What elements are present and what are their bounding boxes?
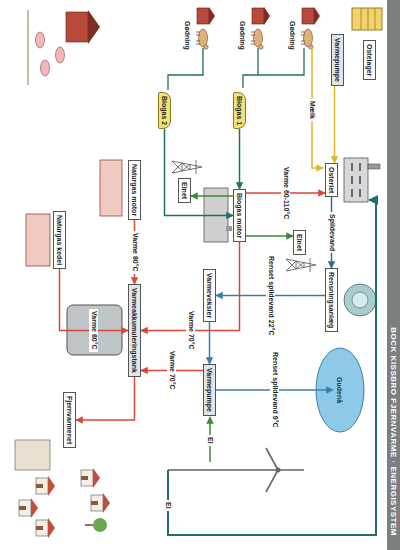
power-pylon (172, 160, 202, 174)
biogas-dome: Biogas 1 (233, 92, 246, 129)
power-line (168, 200, 376, 535)
node-text: Naturgas motor (130, 164, 139, 216)
plant-box: Biogas motor (233, 189, 246, 242)
node-text: Rensningsanlæg (327, 272, 336, 328)
flow-label: Varme 80°C (130, 231, 139, 274)
flow-line (209, 322, 211, 364)
note-label: El (205, 435, 214, 446)
store-box: Ostelager (363, 40, 376, 80)
note-label: Gødning (287, 19, 296, 52)
node-text: Naturgas kedel (55, 215, 64, 265)
dairy-building (344, 158, 380, 202)
exchanger-box: Varmeveksler (203, 269, 216, 322)
node-text: Elnet (180, 182, 189, 199)
treatment-plant (344, 284, 376, 316)
node-text: Varmepumpe (333, 38, 342, 82)
gas-engine-building (100, 160, 122, 216)
flow-label: Renset spildevand 22°C (266, 254, 275, 337)
cattle-farm (196, 7, 215, 49)
wind-turbine (168, 448, 304, 492)
tank-box: Varmeakkumuleringstank (128, 284, 141, 377)
node-text: Elnet (295, 234, 304, 251)
biogas-dome: Biogas 2 (158, 92, 171, 129)
cattle-farm (251, 7, 270, 49)
flow-label: Varme 70°C (167, 349, 176, 392)
flow-line (334, 86, 336, 163)
treatment-box: Rensningsanlæg (325, 268, 338, 332)
diagram-title: BOCK KISSBRO FJERNVARME · ENERGISYSTEM (388, 327, 399, 536)
note-label: Gødning (182, 19, 191, 52)
flow-line (76, 377, 135, 420)
grid-box: Elnet (293, 230, 306, 255)
node-text: Gudenå (335, 377, 344, 403)
flow-line (191, 195, 233, 197)
flow-label: Varme 70°C (186, 309, 195, 352)
grid-box: Elnet (178, 178, 191, 203)
node-text: Varmepumpe (205, 368, 214, 412)
title-band (387, 0, 400, 550)
flow-line (239, 129, 241, 189)
heat-pump-box: Varmepumpe (203, 364, 216, 416)
engine-box: Naturgas motor (128, 160, 141, 220)
pig-farm (28, 10, 100, 85)
node-text: Osteriet (327, 167, 336, 193)
flow-line (246, 235, 293, 237)
flow-line (165, 129, 234, 216)
flow-label: Varme 80°C (89, 309, 98, 352)
network-box: Fjernvarmenet (63, 392, 76, 448)
node-text: Varmeveksler (205, 273, 214, 318)
boiler-box: Naturgas kedel (53, 211, 66, 269)
flow-label: Varme 60-110°C (281, 165, 290, 221)
node-text: Varmeakkumuleringstank (130, 288, 139, 373)
power-pylon (286, 258, 316, 272)
node-text: Ostelager (365, 44, 374, 76)
flow-label: Spildevand (327, 212, 336, 253)
note-label: El (163, 500, 172, 511)
note-label: Mælk (307, 99, 316, 121)
note-label: Gødning (237, 19, 246, 52)
node-text: Biogas 2 (160, 96, 169, 125)
cattle-farm (301, 7, 320, 49)
flow-label: Renset spildevand 9°C (270, 350, 279, 430)
lake-label: Gudenå (333, 373, 346, 407)
town (15, 440, 110, 538)
node-text: Fjernvarmenet (65, 396, 74, 444)
heat-pump-box: Varmepumpe (331, 34, 344, 86)
node-text: Biogas motor (235, 193, 244, 238)
cheese-store (352, 8, 382, 30)
node-text: Biogas 1 (235, 96, 244, 125)
manure-line (168, 48, 304, 90)
gas-boiler-building (26, 214, 50, 266)
dairy-box: Osteriet (325, 163, 338, 197)
